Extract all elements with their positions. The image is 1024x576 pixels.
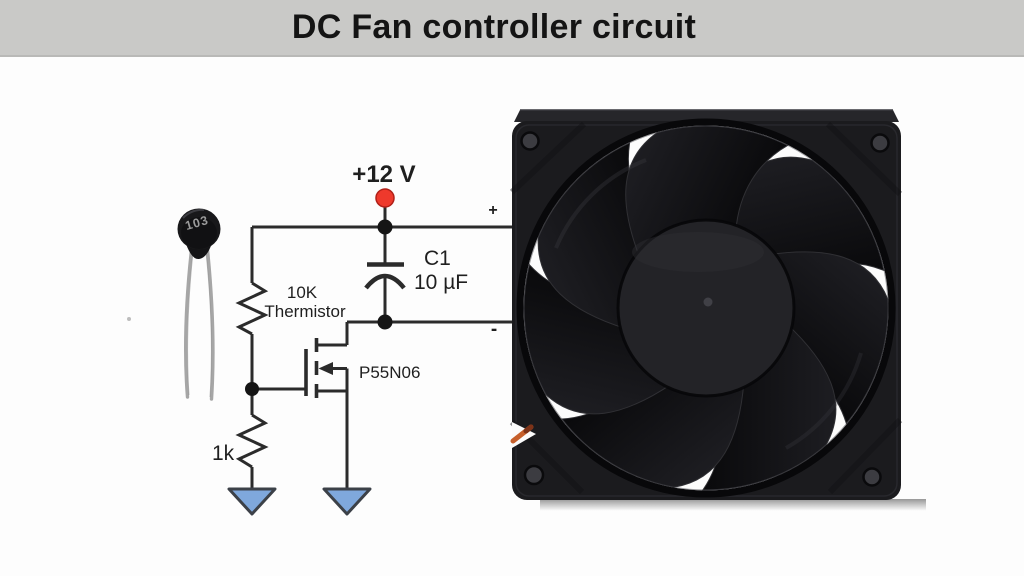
capacitor-plate-bottom xyxy=(364,273,406,290)
capacitor-ref-label: C1 xyxy=(424,247,451,270)
fan-blades xyxy=(473,72,933,527)
resistor-value-label: 1k xyxy=(212,442,235,465)
fan-photo xyxy=(473,72,933,527)
ground-icon xyxy=(227,487,277,516)
resistor-1k-symbol xyxy=(235,413,269,469)
terminal-negative-label: - xyxy=(490,319,498,340)
supply-voltage-label: +12 V xyxy=(352,161,416,188)
thermistor-symbol xyxy=(235,281,269,336)
fan-hub xyxy=(616,218,796,398)
fan-shadow xyxy=(540,499,926,511)
junction-dot xyxy=(377,219,393,235)
fan-wire-stub xyxy=(510,422,536,448)
thermistor-photo xyxy=(127,208,221,401)
title-banner: DC Fan controller circuit xyxy=(0,0,1024,57)
mosfet-source xyxy=(318,389,349,488)
ground-icon xyxy=(322,487,372,516)
mosfet-body xyxy=(331,367,349,391)
terminal-positive-label: + xyxy=(488,202,498,219)
capacitor-symbol xyxy=(364,227,406,322)
supply-node xyxy=(375,188,395,227)
fan-corner-ribs xyxy=(509,121,903,495)
thermistor-value-label: 10K xyxy=(286,283,318,302)
mosfet-drain xyxy=(318,322,349,347)
junction-dot xyxy=(245,382,259,396)
speck xyxy=(127,317,131,321)
supply-node-icon xyxy=(375,188,395,208)
mosfet-symbol xyxy=(304,322,349,488)
thermistor-lead xyxy=(184,248,194,399)
page-title: DC Fan controller circuit xyxy=(291,8,697,46)
fan-rear-frame xyxy=(514,110,899,122)
mosfet-arrow-icon xyxy=(318,362,333,375)
junction-dot xyxy=(377,314,393,330)
capacitor-value-label: 10 µF xyxy=(414,271,469,294)
thermistor-lead xyxy=(205,248,215,401)
thermistor-name-label: Thermistor xyxy=(264,302,346,321)
mosfet-part-label: P55N06 xyxy=(359,363,421,382)
schematic xyxy=(227,188,512,516)
fan-screw-holes xyxy=(520,131,890,487)
